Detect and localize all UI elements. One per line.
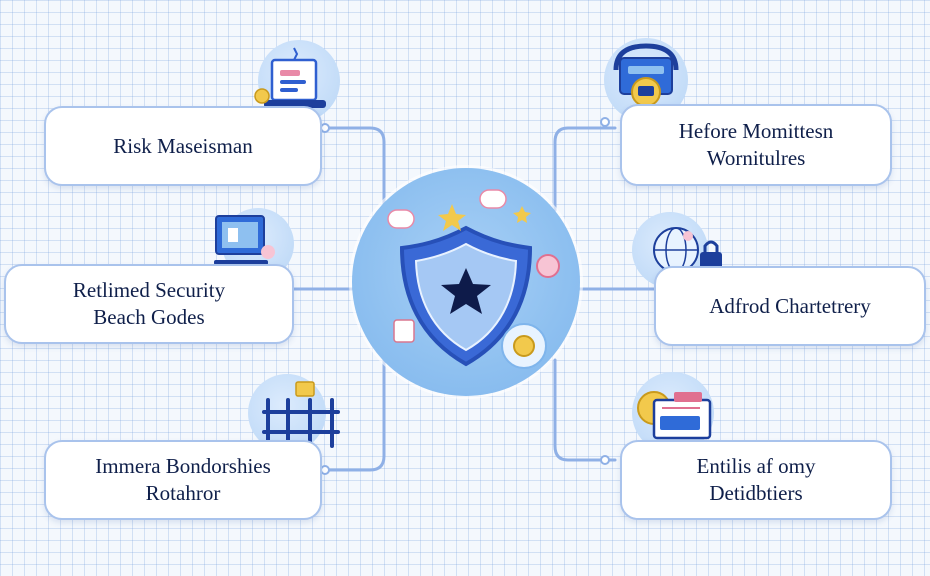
pill-icon xyxy=(479,189,507,209)
pin-icon xyxy=(536,254,560,278)
node-label-line2: Beach Godes xyxy=(93,305,205,329)
node-label-line1: Entilis af omy xyxy=(696,454,816,478)
node-chartetry: Adfrod Chartetrery xyxy=(654,266,926,346)
node-security-beach-godes: Retlimed Security Beach Godes xyxy=(4,264,294,344)
monitor-shield-icon xyxy=(613,43,679,107)
laptop-document-icon xyxy=(254,47,326,108)
document-magnifier-icon xyxy=(637,391,712,440)
connector-boundaries xyxy=(320,358,386,472)
node-label-line2: Rotahror xyxy=(145,481,221,505)
sparkle-icon xyxy=(438,204,466,231)
node-entities: Entilis af omy Detidbtiers xyxy=(620,440,892,520)
node-label-line1: Adfrod Chartetrery xyxy=(709,293,871,318)
node-label-line1: Hefore Momittesn xyxy=(678,119,834,143)
connector-risk xyxy=(320,126,386,212)
node-label-line1: Immera Bondorshies xyxy=(95,454,271,478)
node-label-line1: Retlimed Security xyxy=(72,278,226,302)
node-label-line1: Risk Maseisman xyxy=(113,133,253,158)
shield-star-icon xyxy=(387,189,560,369)
card-icon xyxy=(393,319,415,343)
node-risk-management: Risk Maseisman xyxy=(44,106,322,186)
node-label-line2: Detidbtiers xyxy=(709,481,803,505)
connector-monitoring xyxy=(553,126,617,212)
central-hub xyxy=(352,168,580,396)
pill-icon xyxy=(387,209,415,229)
monitor-icon xyxy=(214,215,275,265)
fence-icon xyxy=(262,381,340,448)
node-monitoring: Hefore Momittesn Wornitulres xyxy=(620,104,892,186)
node-label-line2: Wornitulres xyxy=(706,146,806,170)
node-boundaries: Immera Bondorshies Rotahror xyxy=(44,440,322,520)
connector-entities xyxy=(553,358,617,462)
